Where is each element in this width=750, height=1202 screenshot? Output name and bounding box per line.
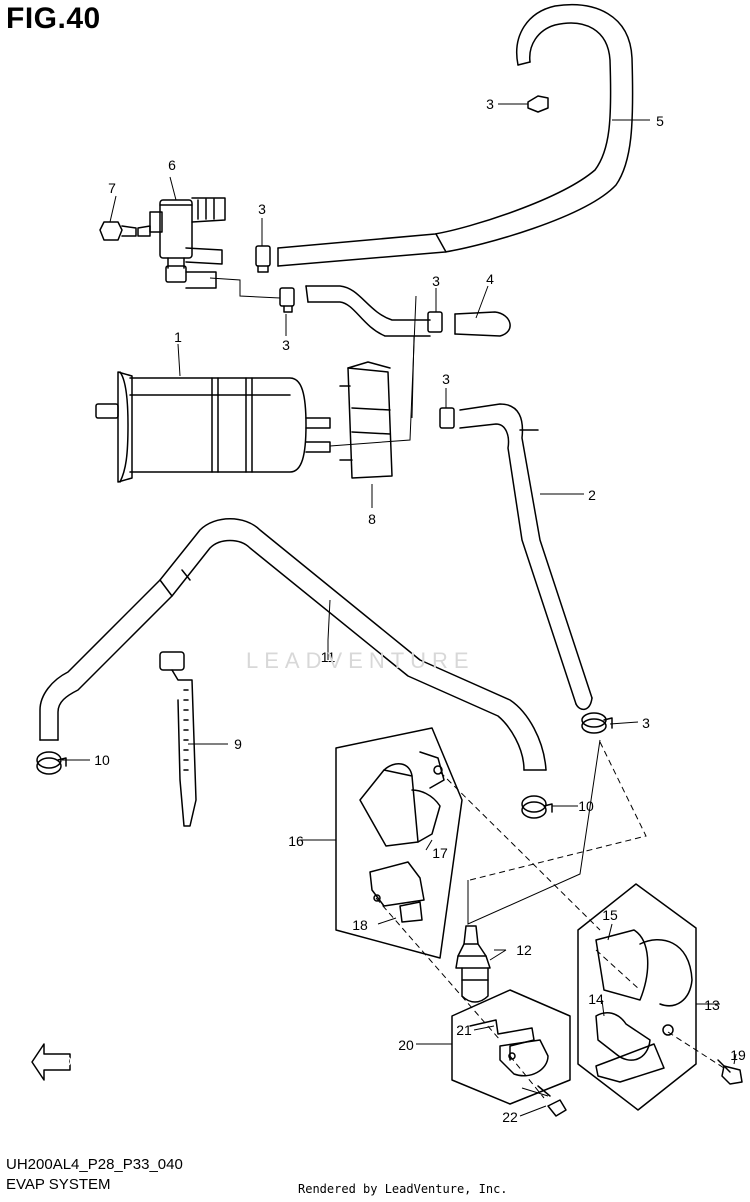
callout-3-left: 3 <box>282 337 290 353</box>
clamp-3-top <box>527 95 549 113</box>
clamp-3-lower <box>581 712 613 734</box>
callout-3-top: 3 <box>486 96 494 112</box>
callout-2: 2 <box>588 487 596 503</box>
bracket-8 <box>339 361 393 479</box>
callout-14: 14 <box>588 991 604 1007</box>
callout-5: 5 <box>656 113 664 129</box>
clamp-10-left <box>36 751 67 775</box>
callout-9: 9 <box>234 736 242 752</box>
callout-10-right: 10 <box>578 798 594 814</box>
clamp-3-canister <box>439 407 455 429</box>
canister-1 <box>95 371 331 483</box>
callout-21: 21 <box>456 1022 472 1038</box>
hose-11 <box>39 518 547 771</box>
callout-3-canister: 3 <box>442 371 450 387</box>
callout-3-lower: 3 <box>642 715 650 731</box>
box-20 <box>451 989 571 1105</box>
watermark-text: LEADVENTURE <box>246 648 475 673</box>
dashed-assembly-lines <box>375 741 725 1099</box>
clamp-10-right <box>521 795 553 819</box>
figure-title: FIG.40 <box>6 2 101 35</box>
callout-7: 7 <box>108 180 116 196</box>
hose-5 <box>277 4 634 267</box>
solenoid-valve-6 <box>137 197 226 289</box>
callout-22: 22 <box>502 1109 518 1125</box>
clamp-3-hose4 <box>427 311 443 333</box>
diagram-code: UH200AL4_P28_P33_040 <box>6 1156 183 1173</box>
hose-2 <box>459 403 593 711</box>
callout-6: 6 <box>168 157 176 173</box>
bolt-7 <box>99 221 137 241</box>
leader-lines <box>62 103 737 1097</box>
fwd-arrow-icon <box>31 1043 71 1081</box>
box-13 <box>577 883 697 1111</box>
callout-17: 17 <box>432 845 448 861</box>
callout-16: 16 <box>288 833 304 849</box>
callout-3-hose4: 3 <box>432 273 440 289</box>
callout-8: 8 <box>368 511 376 527</box>
callout-leaders-extra <box>300 839 547 1117</box>
grommet-12 <box>455 925 491 1003</box>
callout-20: 20 <box>398 1037 414 1053</box>
clamp-3-left <box>279 287 295 313</box>
box-16 <box>335 727 463 959</box>
screw-22 <box>537 1085 567 1117</box>
render-credit: Rendered by LeadVenture, Inc. <box>298 1182 508 1196</box>
callout-10-left: 10 <box>94 752 110 768</box>
cable-tie-9 <box>159 651 197 827</box>
callout-4: 4 <box>486 271 494 287</box>
callout-12: 12 <box>516 942 532 958</box>
callout-15: 15 <box>602 907 618 923</box>
callout-3-solenoid: 3 <box>258 201 266 217</box>
callout-13: 13 <box>704 997 720 1013</box>
callout-18: 18 <box>352 917 368 933</box>
hose-4 <box>305 285 511 337</box>
callout-1: 1 <box>174 329 182 345</box>
callout-11: 11 <box>321 649 336 665</box>
callout-19: 19 <box>730 1047 746 1063</box>
screw-19 <box>717 1059 743 1085</box>
clamp-3-solenoid <box>255 245 271 273</box>
system-title: EVAP SYSTEM <box>6 1176 111 1193</box>
fwd-label: FWD <box>40 1053 72 1069</box>
